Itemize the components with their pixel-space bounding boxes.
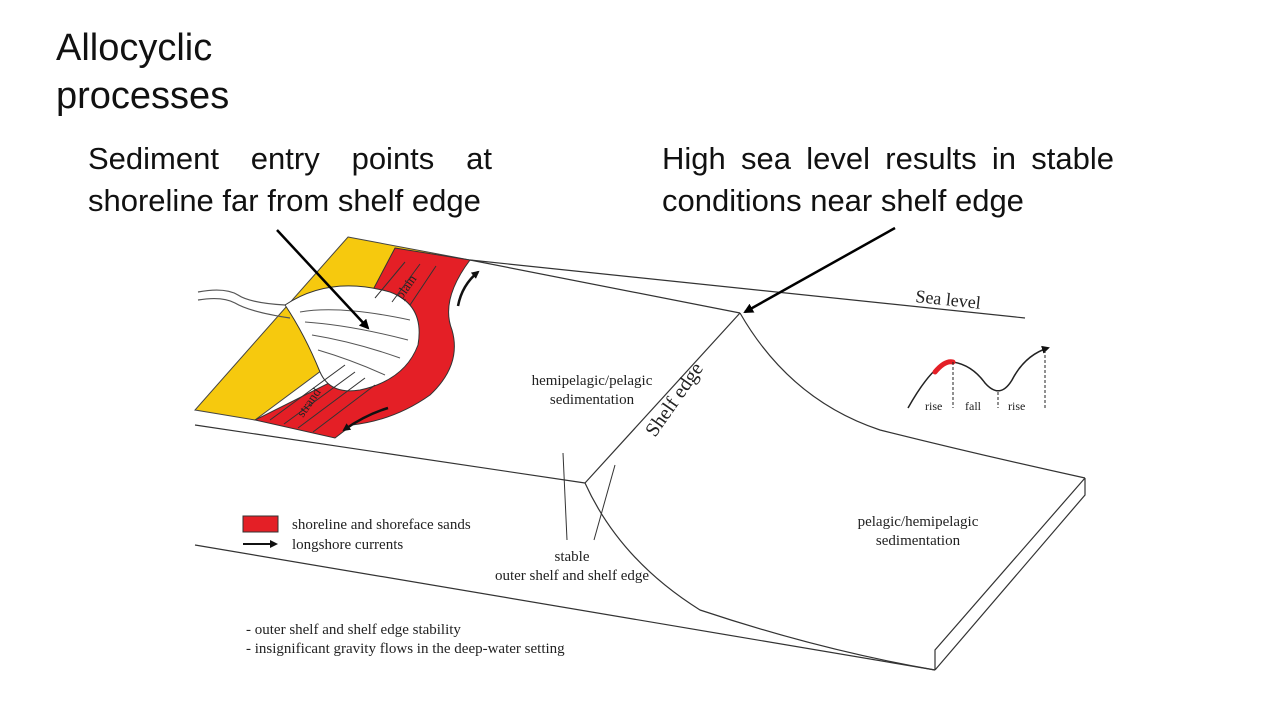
slope-curve-lower xyxy=(584,482,936,671)
note-2: - insignificant gravity flows in the dee… xyxy=(246,641,565,657)
river xyxy=(197,289,291,319)
shelf-edge-line xyxy=(584,312,741,484)
basin-front-line xyxy=(194,544,936,671)
hemipelagic-label-2: sedimentation xyxy=(550,392,635,408)
strand-lines xyxy=(269,261,437,433)
stable-label-2: outer shelf and shelf edge xyxy=(495,568,649,584)
curve-rise-label-1: rise xyxy=(925,399,942,413)
hemipelagic-label-1: hemipelagic/pelagic xyxy=(532,373,653,389)
shelf-edge-label: Shelf edge xyxy=(641,359,708,441)
note-1: - outer shelf and shelf edge stability xyxy=(246,622,461,638)
delta-channel-2 xyxy=(304,321,409,341)
sea-level-label: Sea level xyxy=(915,286,982,313)
delta-channel-4 xyxy=(317,349,386,376)
curve-rise-label-2: rise xyxy=(1008,399,1025,413)
delta-fan xyxy=(284,285,420,392)
longshore-arrow-upper xyxy=(456,270,480,307)
slide-title-line-2: processes xyxy=(56,75,230,117)
callout-arrow-right xyxy=(743,226,896,314)
slope-curve-upper xyxy=(739,312,1086,479)
callout-arrow-left xyxy=(276,229,370,330)
sea-level-line-back xyxy=(469,259,741,314)
slide-title-line-1: Allocyclic xyxy=(56,27,213,69)
delta-channel-1 xyxy=(299,309,411,321)
stable-label-1: stable xyxy=(555,549,590,565)
curve-fall-label: fall xyxy=(965,399,982,413)
sea-level-curve-highlight xyxy=(932,359,956,375)
shelf-front-line xyxy=(194,424,586,484)
callout-sediment-entry: Sediment entry points at shoreline far f… xyxy=(88,141,492,218)
stable-pointer-2 xyxy=(593,464,616,541)
pelagic-label-1: pelagic/hemipelagic xyxy=(858,514,979,530)
pelagic-label-2: sedimentation xyxy=(876,533,961,549)
stable-pointer-1 xyxy=(562,452,568,541)
legend-currents-label: longshore currents xyxy=(292,537,403,553)
basin-right-edge xyxy=(934,477,1086,671)
legend-sands-swatch xyxy=(242,515,279,533)
longshore-arrow-lower xyxy=(342,406,389,432)
callout-high-sea-level: High sea level results in stable conditi… xyxy=(662,141,1114,218)
legend-sands-label: shoreline and shoreface sands xyxy=(292,517,471,533)
delta-channel-3 xyxy=(311,334,401,359)
sea-level-line-front xyxy=(469,259,1026,319)
slide-title: Allocyclic processes xyxy=(56,24,229,120)
